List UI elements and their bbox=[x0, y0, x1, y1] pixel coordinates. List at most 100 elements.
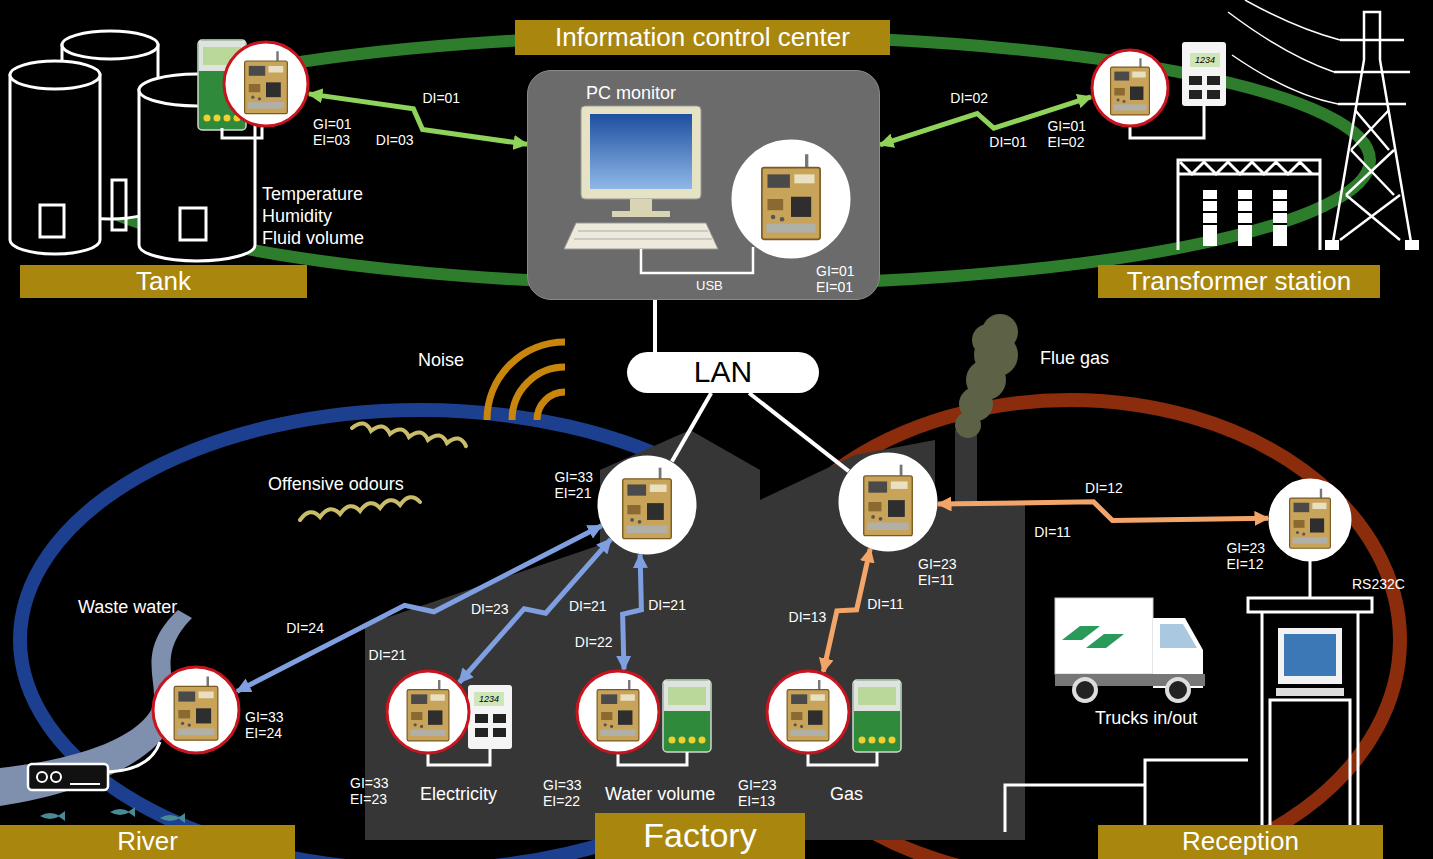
node-text: River bbox=[117, 827, 178, 857]
address-label: GI=01 EI=01 bbox=[816, 263, 855, 295]
module-circle bbox=[577, 671, 659, 753]
module-circle bbox=[597, 455, 697, 555]
node-text: Reception bbox=[1182, 827, 1299, 857]
transformer-meter bbox=[1189, 90, 1202, 99]
module-circle bbox=[153, 667, 239, 753]
river bbox=[0, 610, 192, 806]
pc-illustration bbox=[590, 114, 692, 189]
module-circle bbox=[387, 671, 469, 753]
zone-ellipses bbox=[50, 35, 1370, 285]
tank-meter bbox=[199, 41, 245, 71]
lan-cable bbox=[749, 393, 849, 471]
river bbox=[110, 807, 135, 817]
meters-bottom bbox=[663, 680, 711, 752]
reception-booth bbox=[1248, 598, 1372, 612]
node-text: Transformer station bbox=[1127, 267, 1351, 297]
tank-meter bbox=[198, 40, 262, 138]
radio-module: GI=23 EI=11 bbox=[838, 452, 938, 552]
truck bbox=[1074, 679, 1096, 701]
module-circle bbox=[1090, 48, 1170, 128]
truck bbox=[1160, 624, 1197, 648]
factory-silhouette bbox=[955, 430, 977, 520]
transformer-station bbox=[1203, 190, 1217, 246]
tanks bbox=[62, 31, 158, 59]
link-id-label: DI=21 bbox=[569, 598, 607, 614]
link-id-label: DI=22 bbox=[575, 634, 613, 650]
link-id-label: DI=02 bbox=[950, 90, 988, 106]
address-label: GI=01 EI=02 bbox=[1047, 118, 1086, 150]
node-text: USB bbox=[696, 278, 723, 293]
river bbox=[70, 783, 100, 785]
link-id-label: DI=21 bbox=[648, 597, 686, 613]
radio-link bbox=[880, 97, 1091, 145]
zone-ellipses bbox=[20, 35, 1400, 859]
meters-bottom bbox=[475, 728, 488, 737]
power-tower bbox=[1228, 0, 1340, 104]
meters-bottom bbox=[618, 752, 687, 765]
transformer-station bbox=[1178, 160, 1320, 250]
transformer-station bbox=[1203, 190, 1287, 246]
radio-module: GI=01 EI=02 bbox=[1090, 48, 1170, 128]
meters-bottom bbox=[428, 680, 901, 765]
meters-bottom bbox=[869, 737, 876, 744]
noise-waves bbox=[512, 367, 565, 420]
tanks bbox=[40, 205, 64, 237]
reception-booth bbox=[1309, 560, 1312, 598]
meters-bottom bbox=[493, 728, 506, 737]
pc-illustration bbox=[564, 223, 718, 249]
tanks bbox=[10, 61, 100, 89]
radio-module: GI=33 EI=21 bbox=[597, 455, 697, 555]
river bbox=[37, 772, 47, 782]
meters-bottom bbox=[858, 687, 896, 705]
meters-bottom bbox=[699, 737, 706, 744]
lan-cable bbox=[672, 393, 711, 462]
module-circle bbox=[864, 465, 913, 536]
tank-meter bbox=[204, 115, 211, 122]
pc-illustration bbox=[612, 211, 670, 217]
transformer-station bbox=[1178, 160, 1320, 250]
tank-meter bbox=[222, 126, 262, 138]
module-circle bbox=[599, 457, 695, 553]
annotation: Flue gas bbox=[1040, 348, 1109, 368]
tank-meter bbox=[203, 47, 241, 65]
truck bbox=[1086, 634, 1124, 648]
module-circle bbox=[731, 139, 851, 259]
reception-booth bbox=[1284, 634, 1336, 676]
address-label: GI=33 EI=22 bbox=[543, 777, 582, 809]
meters-bottom bbox=[889, 737, 896, 744]
address-label: GI=01 EI=03 bbox=[313, 116, 352, 148]
annotation: 1234 bbox=[1190, 53, 1220, 67]
river bbox=[51, 772, 61, 782]
radio-link bbox=[938, 502, 1268, 521]
module-circle bbox=[1268, 478, 1352, 562]
radio-module: GI=01 EI=03 bbox=[222, 40, 310, 128]
radio-module: GI=23 EI=12 bbox=[1268, 478, 1352, 562]
power-tower bbox=[1405, 240, 1419, 250]
annotation: Offensive odours bbox=[268, 474, 404, 494]
pc-illustration bbox=[574, 231, 712, 239]
radio-module: GI=33 EI=23 bbox=[385, 669, 471, 755]
truck bbox=[1167, 679, 1189, 701]
region-banner: Transformer station bbox=[1098, 265, 1380, 298]
pc-illustration bbox=[630, 199, 652, 211]
address-label: GI=23 EI=13 bbox=[738, 777, 777, 809]
link-id-label: DI=13 bbox=[789, 609, 827, 625]
transformer-meter bbox=[1207, 90, 1220, 99]
tank-meter bbox=[198, 40, 246, 130]
annotation: Water volume bbox=[605, 784, 715, 804]
module-circle bbox=[407, 680, 449, 741]
meters-bottom bbox=[879, 737, 886, 744]
module-circle bbox=[733, 141, 849, 257]
module-circle bbox=[1111, 58, 1150, 115]
module-circle bbox=[174, 676, 218, 740]
truck bbox=[1055, 598, 1205, 701]
link-id-label: DI=01 bbox=[989, 134, 1027, 150]
meters-bottom bbox=[679, 737, 686, 744]
region-banner: River bbox=[0, 825, 295, 859]
meters-bottom bbox=[428, 749, 490, 765]
tanks bbox=[112, 180, 126, 230]
reception-booth bbox=[1005, 760, 1248, 832]
